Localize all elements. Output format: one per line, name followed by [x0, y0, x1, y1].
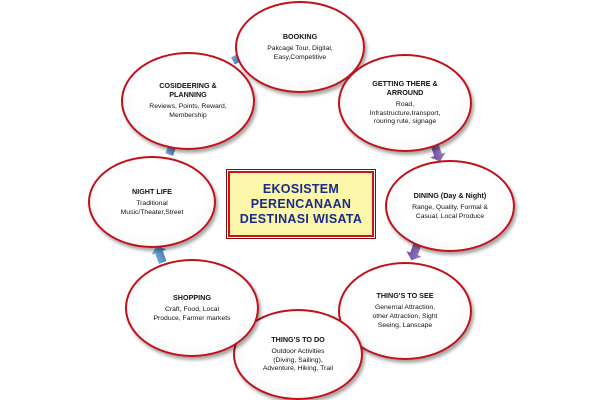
- node-description: Traditional Music/Theater,Street: [120, 199, 184, 216]
- center-title: EKOSISTEM PERENCANAAN DESTINASI WISATA: [239, 181, 363, 226]
- node-description: Reviews, Points, Reward, Membership: [149, 103, 227, 119]
- node-title: BOOKING: [282, 31, 318, 41]
- node-title: NIGHT LIFE: [132, 186, 172, 196]
- node-title: COSIDEERING & PLANNING: [159, 81, 217, 100]
- node-description: Range, Quality, Formal & Casual, Local P…: [412, 203, 488, 220]
- arrow-shopping-to-nightlife: [151, 245, 167, 264]
- node-shopping: SHOPPING Craft, Food, Local Produce, Far…: [125, 259, 259, 357]
- node-night-life: NIGHT LIFE Traditional Music/Theater,Str…: [88, 156, 216, 248]
- node-title: THING'S TO SEE: [376, 291, 434, 301]
- center-title-box: EKOSISTEM PERENCANAAN DESTINASI WISATA: [226, 169, 376, 239]
- node-description: Craft, Food, Local Produce, Farmer marke…: [153, 305, 231, 322]
- node-description: Road, Infrastructure,transport, rouring …: [369, 100, 441, 126]
- arrow-getting-to-dining: [430, 143, 446, 162]
- node-getting-there: GETTING THERE & ARROUND Road, Infrastruc…: [338, 54, 472, 152]
- node-title: SHOPPING: [173, 292, 211, 302]
- node-title: DINING (Day & Night): [413, 190, 487, 200]
- node-dining: DINING (Day & Night) Range, Quality, For…: [385, 160, 515, 252]
- node-title: THING'S TO DO: [271, 334, 325, 344]
- node-description: Genernal Attraction, other Attraction, S…: [372, 304, 438, 329]
- node-booking: BOOKING Pakcage Tour, Digital, Easy,Comp…: [235, 1, 365, 93]
- node-considering-planning: COSIDEERING & PLANNING Reviews, Points, …: [121, 52, 255, 150]
- node-description: Outdoor Activities (Diving, Sailing), Ad…: [262, 347, 334, 373]
- arrow-dining-to-see: [406, 242, 422, 261]
- node-description: Pakcage Tour, Digital, Easy,Competitive: [267, 44, 333, 61]
- node-title: GETTING THERE & ARROUND: [372, 78, 438, 97]
